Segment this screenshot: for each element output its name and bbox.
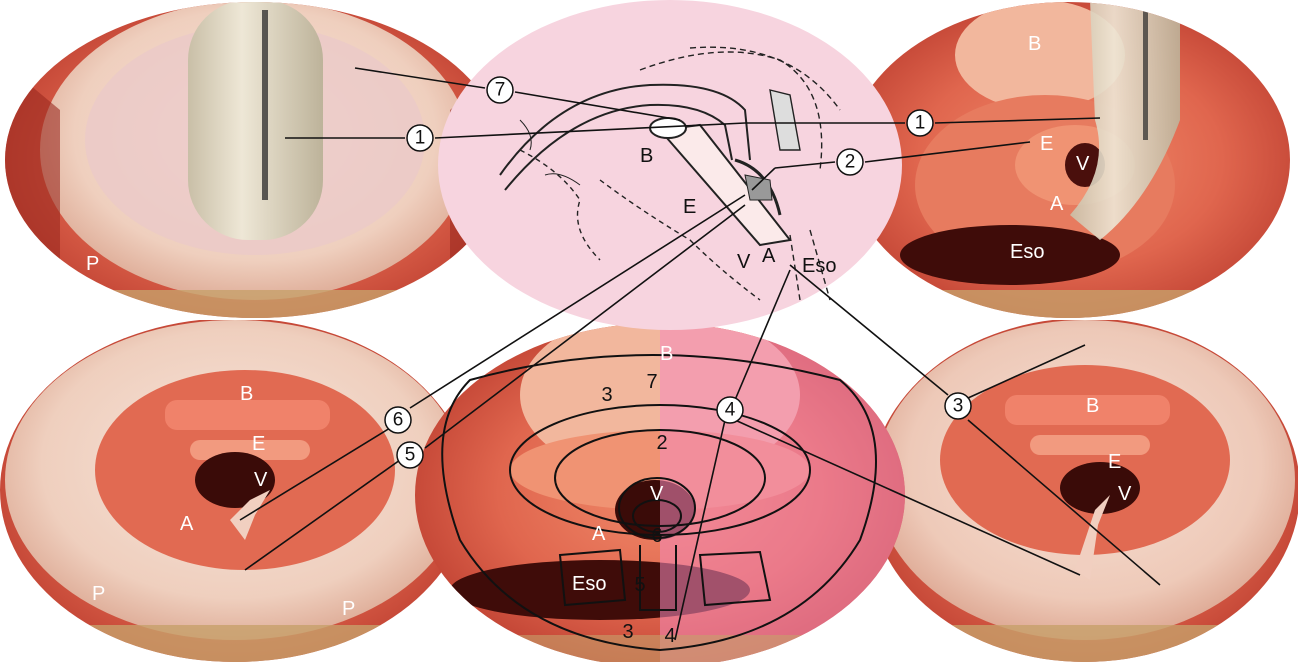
svg-text:4: 4 <box>725 400 736 421</box>
label-v: V <box>1076 153 1090 175</box>
svg-text:2: 2 <box>845 152 856 173</box>
label-p: P <box>92 583 105 605</box>
svg-text:6: 6 <box>393 410 404 431</box>
callout-1: 1 <box>407 125 433 151</box>
label-eso: Eso <box>1010 241 1044 263</box>
label-a: A <box>762 245 776 267</box>
photo-bottom-right <box>870 320 1298 662</box>
zone-number-2: 2 <box>656 432 667 454</box>
epiglottis <box>1030 435 1150 455</box>
label-a: A <box>592 523 606 545</box>
svg-text:5: 5 <box>405 445 416 466</box>
label-eso: Eso <box>802 255 836 277</box>
label-p: P <box>342 598 355 620</box>
callout-7: 7 <box>487 77 513 103</box>
label-eso: Eso <box>572 573 606 595</box>
zone-number-5: 5 <box>634 574 645 596</box>
label-v: V <box>650 483 664 505</box>
tube-scale-marks <box>262 10 268 200</box>
callout-6: 6 <box>385 407 411 433</box>
label-p: P <box>86 253 99 275</box>
label-v: V <box>737 251 751 273</box>
label-e: E <box>252 433 265 455</box>
svg-text:1: 1 <box>415 128 426 149</box>
photo-bottom-left <box>0 320 470 662</box>
label-e: E <box>1108 451 1121 473</box>
svg-text:1: 1 <box>915 113 926 134</box>
label-a: A <box>1050 193 1064 215</box>
label-b: B <box>1028 33 1041 55</box>
svg-text:7: 7 <box>495 80 506 101</box>
label-b: B <box>240 383 253 405</box>
zone-number-7: 7 <box>646 371 657 393</box>
label-v: V <box>1118 483 1132 505</box>
photo-top-left <box>0 0 510 320</box>
label-b: B <box>660 343 673 365</box>
photo-top-right <box>840 0 1298 320</box>
zone-number-3: 3 <box>601 384 612 406</box>
callout-2: 2 <box>837 149 863 175</box>
label-e: E <box>683 196 696 218</box>
label-a: A <box>180 513 194 535</box>
callout-5: 5 <box>397 442 423 468</box>
label-b: B <box>1086 395 1099 417</box>
zone-number-3: 3 <box>622 621 633 643</box>
zone-number-6: 6 <box>651 525 662 547</box>
zone-number-4: 4 <box>664 625 675 647</box>
airway-tube <box>188 0 323 240</box>
callout-4: 4 <box>717 397 743 423</box>
label-v: V <box>254 469 268 491</box>
callout-3: 3 <box>945 393 971 419</box>
label-e: E <box>1040 133 1053 155</box>
label-b: B <box>640 145 653 167</box>
svg-text:3: 3 <box>953 396 964 417</box>
callout-1: 1 <box>907 110 933 136</box>
